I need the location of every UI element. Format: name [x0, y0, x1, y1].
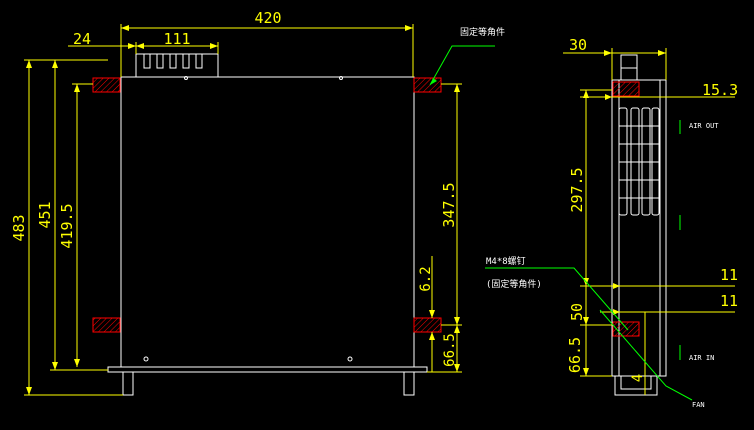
dim-bottom-span: 66.5: [566, 337, 584, 373]
fixing-bracket-bl: [92, 317, 121, 333]
note-fixing: 固定等角件: [460, 26, 505, 38]
label-air-out: AIR OUT: [689, 122, 719, 130]
front-dimensions: [24, 24, 462, 396]
dim-lower-small: 6.2: [418, 266, 434, 291]
fixing-note-leader: [429, 45, 495, 86]
top-handle: [135, 53, 219, 77]
fixing-bracket-tl: [92, 77, 121, 93]
panel-screw: [143, 356, 149, 362]
dim-depth-top: 30: [569, 36, 587, 54]
foot-right: [403, 371, 415, 396]
dim-upper-spacing: 347.5: [440, 182, 458, 227]
side-dimensions: [563, 48, 735, 395]
dim-handle-width: 111: [163, 30, 190, 48]
label-fan: FAN: [692, 401, 705, 409]
panel-screw: [339, 76, 343, 80]
fixing-bracket-tr: [413, 77, 442, 93]
dim-hole-pitch: 419.5: [58, 203, 76, 248]
front-arrowheads: [26, 25, 460, 395]
dim-small-50: 50: [568, 303, 586, 321]
front-view: 420 24 111 483 451 419.5 347.5 6.2 66.5 …: [10, 9, 505, 396]
dim-fan-small: 4: [630, 374, 646, 382]
label-screw-note: (固定等角件): [486, 278, 542, 290]
dim-top-offset: 15.3: [702, 81, 738, 99]
label-air-in: AIR IN: [689, 354, 714, 362]
dim-offset-b: 11: [720, 292, 738, 310]
side-body: [611, 79, 667, 377]
dim-panel-height: 451: [36, 201, 54, 228]
fixing-bracket-br: [413, 317, 442, 333]
side-vent-grid: [618, 107, 660, 216]
panel-screw: [184, 76, 188, 80]
dim-lower-spacing: 66.5: [442, 333, 458, 367]
panel-screw: [347, 356, 353, 362]
foot-left: [122, 371, 134, 396]
side-bracket-top: [612, 81, 640, 97]
dim-width: 420: [254, 9, 281, 27]
side-leaders: [485, 267, 693, 401]
front-panel-body: [120, 76, 415, 368]
dim-flange-offset: 24: [73, 30, 91, 48]
side-bottom-handle: [614, 376, 658, 396]
front-base-flange: [107, 366, 428, 373]
side-view: 30 15.3 297.5 11 11 50 66.5 4 AIR OUT AI…: [485, 36, 738, 409]
dim-vent-span: 297.5: [568, 167, 586, 212]
dim-overall-height: 483: [10, 214, 28, 241]
label-screw: M4*8螺钉: [486, 256, 526, 267]
dim-offset-a: 11: [720, 266, 738, 284]
